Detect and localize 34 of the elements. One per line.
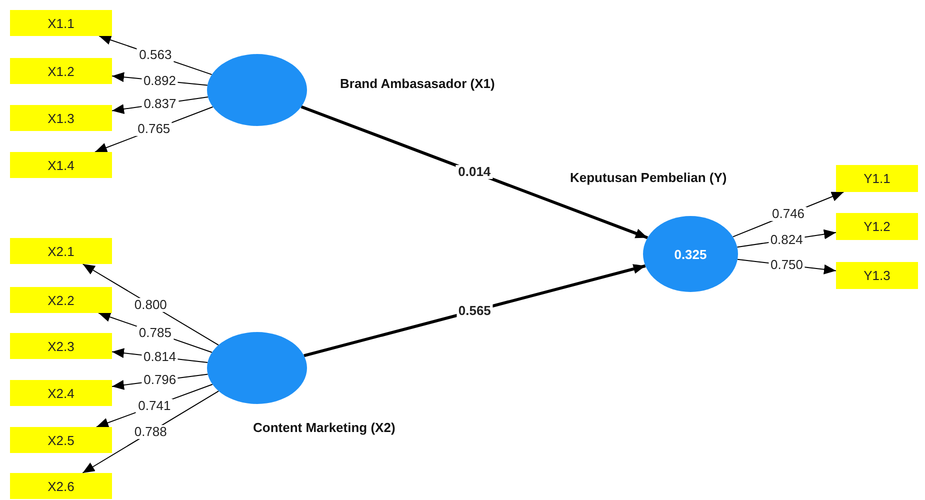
- edge-label: 0.824: [768, 232, 805, 247]
- arrow: [300, 105, 648, 240]
- edge-label: 0.800: [132, 298, 169, 312]
- edge-label: 0.837: [142, 96, 178, 111]
- edge-label: 0.746: [770, 207, 807, 222]
- indicator-box: Y1.1: [836, 165, 918, 192]
- indicator-box: X1.2: [10, 58, 112, 84]
- r-squared-value: 0.325: [674, 246, 707, 262]
- indicator-box: X2.2: [10, 287, 112, 313]
- indicator-box: X2.6: [10, 473, 112, 499]
- indicator-box: X2.3: [10, 333, 112, 359]
- indicator-box: X1.1: [10, 10, 112, 36]
- edge-label: 0.014: [456, 165, 493, 180]
- latent-variable-label: Keputusan Pembelian (Y): [570, 170, 727, 185]
- latent-variable-label: Brand Ambasasador (X1): [340, 76, 495, 91]
- edge-label: 0.563: [137, 48, 174, 62]
- latent-variable-label: Content Marketing (X2): [253, 420, 396, 435]
- indicator-box: X2.1: [10, 238, 112, 264]
- edge-label: 0.788: [132, 425, 169, 440]
- indicator-box: X2.4: [10, 380, 112, 406]
- edge-label: 0.785: [136, 326, 174, 340]
- indicator-box: X1.3: [10, 105, 112, 131]
- indicator-box: Y1.3: [836, 262, 918, 289]
- edge-label: 0.796: [142, 373, 178, 388]
- edge-label: 0.814: [142, 350, 178, 364]
- edge-label: 0.741: [136, 398, 173, 413]
- indicator-box: X2.5: [10, 427, 112, 453]
- arrow: [304, 264, 646, 358]
- edge-label: 0.765: [136, 122, 172, 136]
- indicator-box: X1.4: [10, 152, 112, 178]
- edge-label: 0.892: [141, 74, 178, 88]
- indicator-box: Y1.2: [836, 213, 918, 240]
- edge-label: 0.565: [456, 304, 493, 318]
- edge-label: 0.750: [768, 258, 806, 272]
